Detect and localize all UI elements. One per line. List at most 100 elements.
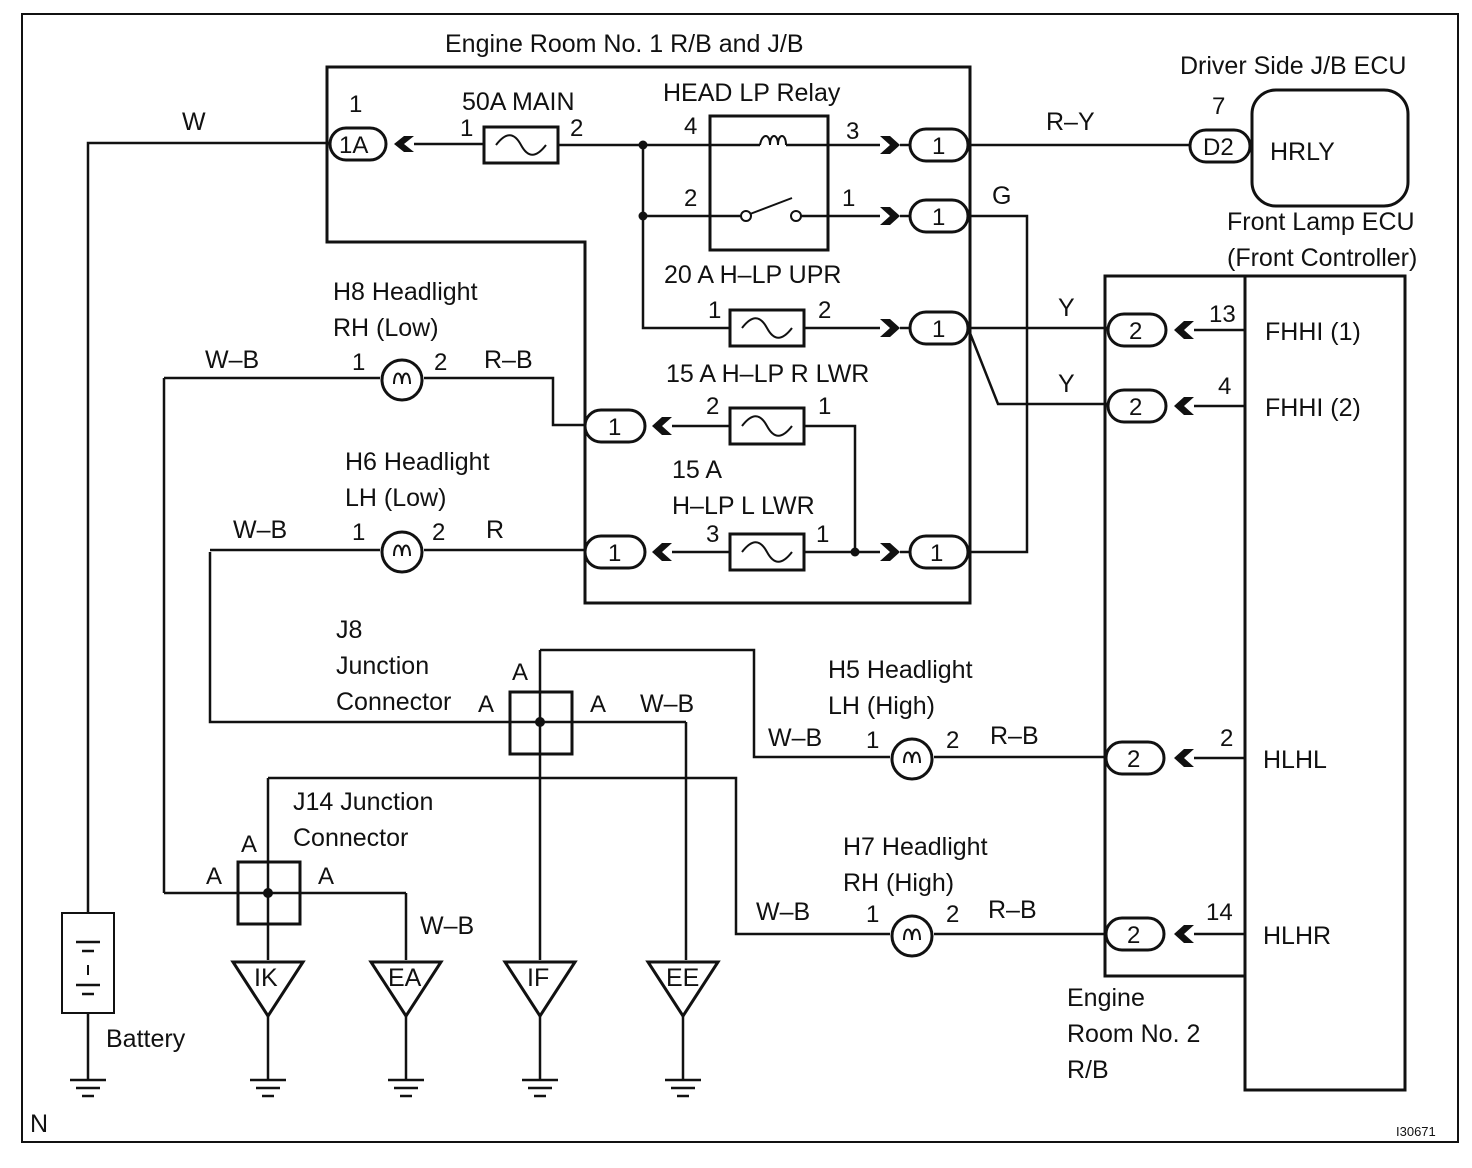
- fuse-llwr-label-1: 15 A: [672, 456, 722, 484]
- ground-if-label: IF: [527, 964, 549, 992]
- fuse-upr-label: 20 A H–LP UPR: [664, 261, 841, 289]
- pin-j8-a: A: [478, 691, 494, 718]
- ecu-terminal-fhhi2: FHHI (2): [1265, 394, 1361, 422]
- pin-rlwr-1: 1: [818, 393, 831, 420]
- connector-1a: [328, 126, 388, 162]
- h5-label-2: LH (High): [828, 692, 935, 720]
- corner-code: N: [30, 1110, 48, 1138]
- h5-label-1: H5 Headlight: [828, 656, 973, 684]
- wire-label-wb: W–B: [768, 724, 822, 752]
- connector-1-upr: 1: [880, 310, 970, 346]
- j14-label-2: Connector: [293, 824, 408, 852]
- rb2-label-1: Engine: [1067, 984, 1145, 1012]
- wire-label-rb: R–B: [990, 722, 1039, 750]
- wire-label-wb: W–B: [233, 516, 287, 544]
- connector-label: 1: [932, 316, 945, 343]
- pin-j8-a: A: [512, 659, 528, 686]
- pin-d2-7: 7: [1212, 93, 1225, 120]
- ground-battery: [70, 1078, 106, 1098]
- h6-label-2: LH (Low): [345, 484, 446, 512]
- connector-1-rlwr: [583, 408, 647, 444]
- connector-label: 1: [932, 133, 945, 160]
- h8-bulb-icon: [380, 358, 424, 402]
- rb2-label-3: R/B: [1067, 1056, 1109, 1084]
- rb2-box: [1103, 274, 1247, 978]
- pin-h5-2: 2: [946, 727, 959, 754]
- pin-j14-a: A: [241, 831, 257, 858]
- ecu-connector-hlhl: 2 2: [1104, 725, 1245, 776]
- wire-label-rb: R–B: [988, 896, 1037, 924]
- ecu-connector-fhhi1: 2 13: [1106, 301, 1245, 348]
- front-ecu-title-2: (Front Controller): [1227, 244, 1417, 272]
- ecu-terminal-fhhi1: FHHI (1): [1265, 318, 1361, 346]
- h6-label-1: H6 Headlight: [345, 448, 490, 476]
- pin-1a: 1: [349, 91, 362, 118]
- pin-h8-1: 1: [352, 349, 365, 376]
- chevron-1a-icon: [394, 136, 414, 152]
- connector-label: 1: [932, 204, 945, 231]
- pin-relay-4: 4: [684, 113, 697, 140]
- h8-label-1: H8 Headlight: [333, 278, 478, 306]
- pin-j14-a: A: [206, 863, 222, 890]
- front-ecu-title-1: Front Lamp ECU: [1227, 208, 1415, 236]
- connector-label: 2: [1129, 394, 1142, 421]
- wire-label-wb: W–B: [205, 346, 259, 374]
- pin-llwr-1: 1: [816, 521, 829, 548]
- wire-label-w: W: [182, 108, 206, 136]
- j8-label-2: Junction: [336, 652, 429, 680]
- h5-bulb-icon: [890, 737, 934, 781]
- pin-relay-1: 1: [842, 185, 855, 212]
- connector-1a-label: 1A: [339, 132, 368, 159]
- ground-ik: IK: [230, 960, 306, 1098]
- wire-label-wb: W–B: [756, 898, 810, 926]
- driver-jb-ecu-box: [1250, 88, 1410, 208]
- pin-h7-2: 2: [946, 901, 959, 928]
- battery-symbol: [61, 912, 115, 1014]
- j8-label-3: Connector: [336, 688, 451, 716]
- wire-label-y2: Y: [1058, 370, 1075, 398]
- connector-1-g: 1: [880, 534, 970, 570]
- pin-main-2: 2: [570, 115, 583, 142]
- ecu-connector-hlhr: 2 14: [1104, 899, 1245, 952]
- connector-label: 2: [1127, 922, 1140, 949]
- relay-coil-icon: [759, 135, 787, 146]
- h8-label-2: RH (Low): [333, 314, 439, 342]
- pin-llwr-3: 3: [706, 521, 719, 548]
- wire-battery-w: [86, 141, 330, 913]
- connector-1-relay3: 1: [880, 127, 970, 163]
- relay-label: HEAD LP Relay: [663, 79, 841, 107]
- pin-main-1: 1: [460, 115, 473, 142]
- wire-label-rb: R–B: [484, 346, 533, 374]
- ground-ee: EE: [645, 960, 721, 1098]
- ground-ik-label: IK: [254, 964, 278, 992]
- ground-ee-label: EE: [666, 964, 699, 992]
- connector-label: 2: [1127, 746, 1140, 773]
- wire-label-y1: Y: [1058, 294, 1075, 322]
- driver-jb-title: Driver Side J/B ECU: [1180, 52, 1406, 80]
- j14-label-1: J14 Junction: [293, 788, 433, 816]
- head-lp-relay: [708, 114, 830, 252]
- wire-label-wb: W–B: [420, 912, 474, 940]
- figure-id: I30671: [1396, 1124, 1436, 1139]
- j8-label-1: J8: [336, 616, 362, 644]
- pin-j14-a: A: [318, 863, 334, 890]
- wire-label-r: R: [486, 516, 504, 544]
- pin-upr-1: 1: [708, 297, 721, 324]
- h7-label-2: RH (High): [843, 869, 954, 897]
- wire-label-g: G: [992, 182, 1011, 210]
- h7-label-1: H7 Headlight: [843, 833, 988, 861]
- fuse-llwr-label-2: H–LP L LWR: [672, 492, 815, 520]
- connector-label: 1: [930, 540, 943, 567]
- main-fuse-label: 50A MAIN: [462, 88, 575, 116]
- pin-ecu-14: 14: [1206, 899, 1233, 926]
- battery-label: Battery: [106, 1025, 186, 1053]
- pin-h5-1: 1: [866, 727, 879, 754]
- connector-d2-label: D2: [1203, 134, 1234, 161]
- connector-1-relay1: 1: [880, 198, 970, 234]
- ecu-terminal-hlhr: HLHR: [1263, 922, 1331, 950]
- ground-if: IF: [502, 960, 578, 1098]
- connector-label: 2: [1129, 318, 1142, 345]
- wire-label-ry: R–Y: [1046, 108, 1095, 136]
- ecu-connector-fhhi2: 2 4: [1106, 373, 1245, 424]
